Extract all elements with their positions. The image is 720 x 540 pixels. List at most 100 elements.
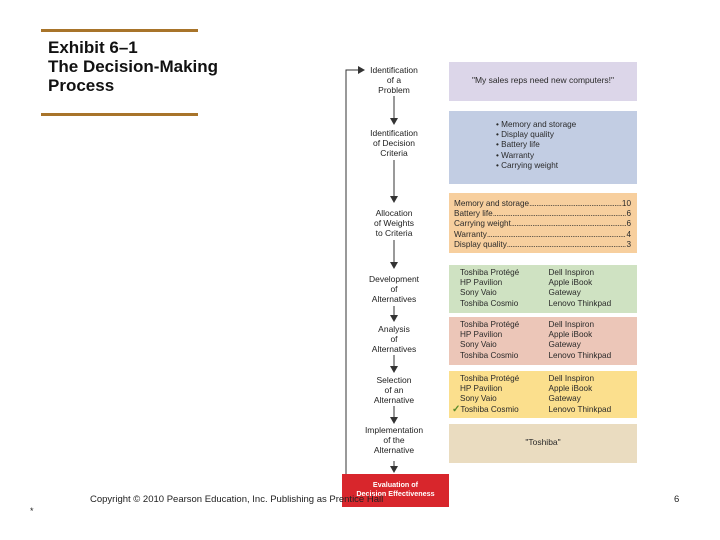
evaluation-line-2: Decision Effectiveness: [356, 489, 435, 498]
weight-row: Warranty 4: [454, 230, 631, 240]
step-1-line-1: Identification: [370, 65, 418, 75]
alternatives-col-left: Toshiba Protégé HP Pavilion Sony Vaio To…: [460, 268, 549, 309]
selection-col-right: Dell Inspiron Apple iBook Gateway Lenovo…: [549, 374, 638, 415]
evaluation-line-1: Evaluation of: [372, 480, 419, 489]
alternative-item: Apple iBook: [548, 278, 593, 288]
step-7-line-3: Alternative: [373, 445, 415, 455]
step-5-line-2: of: [390, 334, 398, 344]
criteria-box: • Memory and storage • Display quality •…: [449, 111, 637, 184]
step-4-line-2: of: [390, 284, 398, 294]
step-2-line-1: Identification: [370, 128, 418, 138]
selection-item: Sony Vaio: [460, 394, 497, 404]
alternative-item: Toshiba Protégé: [460, 268, 520, 277]
step-1-line-3: Problem: [378, 85, 410, 95]
criteria-item: • Carrying weight: [496, 160, 559, 170]
selection-box: Toshiba Protégé HP Pavilion Sony Vaio ✓T…: [449, 371, 637, 418]
weight-value: 6: [626, 209, 631, 219]
step-6-line-2: of an: [384, 385, 404, 395]
step-3-line-3: to Criteria: [375, 228, 413, 238]
step-allocation-weights: Allocation of Weights to Criteria: [351, 208, 437, 238]
title-rule-top: [41, 29, 198, 32]
weights-box: Memory and storage 10 Battery life 6 Carry…: [449, 193, 637, 253]
criteria-item: • Display quality: [496, 130, 554, 140]
alternative-item: Toshiba Cosmio: [460, 298, 519, 308]
selection-item: HP Pavilion: [460, 384, 503, 394]
alternative-item: Sony Vaio: [460, 288, 497, 298]
weight-value: 3: [626, 239, 631, 249]
step-7-line-2: of the: [383, 435, 405, 445]
selection-item: Toshiba Protégé: [460, 374, 520, 383]
selection-item: Lenovo Thinkpad: [548, 404, 612, 414]
checkmark-icon: ✓: [452, 403, 461, 415]
problem-box: "My sales reps need new computers!": [449, 62, 637, 101]
weight-row: Memory and storage 10: [454, 199, 631, 209]
criteria-item: • Warranty: [496, 150, 535, 160]
step-2-line-3: Criteria: [380, 148, 408, 158]
step-2-line-2: of Decision: [372, 138, 416, 148]
weight-name: Battery life: [454, 209, 493, 219]
analysis-col-right: Dell Inspiron Apple iBook Gateway Lenovo…: [549, 320, 638, 361]
alternative-item: HP Pavilion: [460, 278, 503, 288]
weight-value: 10: [621, 199, 631, 208]
weight-name: Warranty: [454, 229, 487, 239]
step-implementation-alternative: Implementation of the Alternative: [351, 425, 437, 455]
weight-name: Display quality: [454, 239, 507, 249]
analysis-item: Lenovo Thinkpad: [548, 350, 612, 360]
step-4-line-3: Alternatives: [371, 294, 417, 304]
step-analysis-alternatives: Analysis of Alternatives: [351, 324, 437, 354]
criteria-item: • Battery life: [496, 140, 540, 150]
criteria-item: • Memory and storage: [496, 120, 577, 129]
weight-row: Battery life 6: [454, 209, 631, 219]
step-6-line-3: Alternative: [373, 395, 415, 405]
title-line-3: Process: [48, 76, 115, 95]
step-identification-problem: Identification of a Problem: [351, 65, 437, 95]
step-3-line-2: of Weights: [373, 218, 414, 228]
step-selection-alternative: Selection of an Alternative: [351, 375, 437, 405]
selection-item: Dell Inspiron: [548, 374, 595, 383]
step-identification-criteria: Identification of Decision Criteria: [351, 128, 437, 158]
step-5-line-1: Analysis: [378, 324, 410, 334]
analysis-item: Apple iBook: [548, 330, 593, 340]
analysis-item: Sony Vaio: [460, 340, 497, 350]
step-development-alternatives: Development of Alternatives: [351, 274, 437, 304]
step-7-line-1: Implementation: [364, 425, 424, 435]
title-rule-bottom: [41, 113, 198, 116]
weight-row: Carrying weight 6: [454, 219, 631, 229]
analysis-col-left: Toshiba Protégé HP Pavilion Sony Vaio To…: [460, 320, 549, 361]
step-5-line-3: Alternatives: [371, 344, 417, 354]
weight-row: Display quality 3: [454, 240, 631, 250]
alternative-item: Gateway: [548, 288, 581, 298]
weight-value: 4: [626, 229, 631, 239]
selection-item: Apple iBook: [548, 384, 593, 394]
selection-item-chosen: ✓Toshiba Cosmio: [452, 404, 549, 415]
step-6-line-1: Selection: [376, 375, 412, 385]
analysis-box: Toshiba Protégé HP Pavilion Sony Vaio To…: [449, 317, 637, 365]
weight-name: Carrying weight: [454, 219, 511, 229]
alternatives-col-right: Dell Inspiron Apple iBook Gateway Lenovo…: [549, 268, 638, 309]
alternatives-box: Toshiba Protégé HP Pavilion Sony Vaio To…: [449, 265, 637, 313]
alternative-item: Lenovo Thinkpad: [548, 298, 612, 308]
analysis-item: Toshiba Protégé: [460, 320, 520, 329]
problem-text: "My sales reps need new computers!": [471, 75, 615, 85]
analysis-item: Dell Inspiron: [548, 320, 595, 329]
implementation-text: "Toshiba": [525, 437, 561, 447]
step-4-line-1: Development: [368, 274, 420, 284]
page-number: 6: [674, 494, 680, 505]
selection-item: Gateway: [548, 394, 581, 404]
implementation-box: "Toshiba": [449, 424, 637, 463]
copyright-text: Copyright © 2010 Pearson Education, Inc.…: [90, 494, 384, 505]
step-1-line-2: of a: [386, 75, 402, 85]
weight-value: 6: [626, 219, 631, 229]
analysis-item: HP Pavilion: [460, 330, 503, 340]
analysis-item: Toshiba Cosmio: [460, 350, 519, 360]
selected-alternative: Toshiba Cosmio: [460, 404, 519, 414]
footer-asterisk: *: [30, 506, 34, 516]
selection-col-left: Toshiba Protégé HP Pavilion Sony Vaio ✓T…: [452, 374, 549, 415]
weight-name: Memory and storage: [454, 199, 530, 208]
title-line-2: The Decision-Making: [48, 57, 219, 76]
step-3-line-1: Allocation: [375, 208, 413, 218]
alternative-item: Dell Inspiron: [548, 268, 595, 277]
analysis-item: Gateway: [548, 340, 581, 350]
title-line-1: Exhibit 6–1: [48, 38, 138, 57]
slide-title: Exhibit 6–1 The Decision-Making Process: [48, 38, 268, 95]
